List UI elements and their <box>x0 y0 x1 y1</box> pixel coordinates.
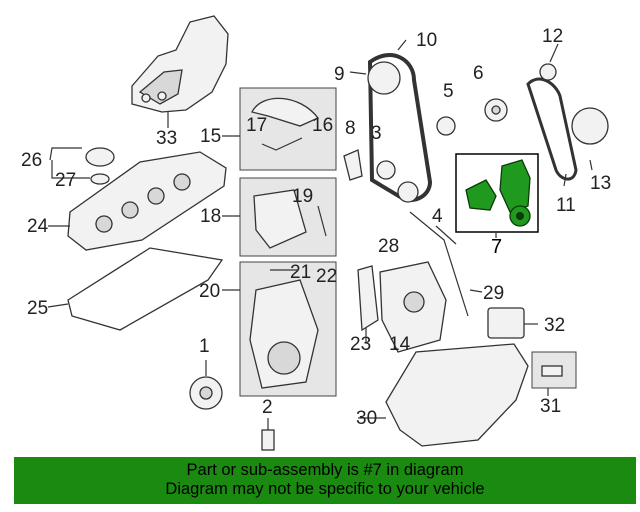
callout-5: 5 <box>443 81 454 102</box>
balancer-belt <box>526 77 578 181</box>
callout-4: 4 <box>432 206 443 227</box>
callout-17: 17 <box>246 115 267 136</box>
case-gasket <box>357 265 379 332</box>
callout-20: 20 <box>199 281 220 302</box>
oil-filter <box>487 307 525 339</box>
callout-21: 21 <box>290 262 311 283</box>
oil-filler-cap <box>85 147 115 167</box>
callout-32: 32 <box>544 315 565 336</box>
callout-31: 31 <box>540 396 561 417</box>
callout-2: 2 <box>262 397 273 418</box>
callout-27: 27 <box>55 170 76 191</box>
intake-manifold <box>131 15 229 113</box>
callout-16: 16 <box>312 115 333 136</box>
callout-25: 25 <box>27 298 48 319</box>
callout-9: 9 <box>334 64 345 85</box>
valve-cover-gasket <box>67 247 224 331</box>
callout-22: 22 <box>316 266 337 287</box>
balancer-sprocket <box>571 107 609 145</box>
callout-10: 10 <box>416 30 437 51</box>
callout-28: 28 <box>378 236 399 257</box>
callout-1: 1 <box>199 336 210 357</box>
banner-line-2: Diagram may not be specific to your vehi… <box>165 480 485 498</box>
callout-23: 23 <box>350 334 371 355</box>
callout-15: 15 <box>200 126 221 147</box>
callout-24: 24 <box>27 216 49 237</box>
callout-26: 26 <box>21 150 42 171</box>
callout-29: 29 <box>483 283 504 304</box>
tensioner <box>343 149 363 181</box>
oil-pan <box>385 343 529 447</box>
info-banner: Part or sub-assembly is #7 in diagram Di… <box>14 457 636 504</box>
callout-6: 6 <box>473 63 484 84</box>
callout-18: 18 <box>200 206 221 227</box>
tensioner-assembly-highlighted <box>465 159 531 227</box>
sensor <box>261 429 275 451</box>
callout-13: 13 <box>590 173 611 194</box>
callout-8: 8 <box>345 118 356 139</box>
callout-3: 3 <box>371 123 382 144</box>
callout-12: 12 <box>542 26 563 47</box>
callout-7: 7 <box>491 236 502 258</box>
cap-gasket <box>90 173 110 185</box>
callout-19: 19 <box>292 186 313 207</box>
banner-line-1: Part or sub-assembly is #7 in diagram <box>186 461 464 479</box>
camshaft-sprocket <box>367 61 401 95</box>
callout-14: 14 <box>389 334 411 355</box>
idler-pulley <box>436 116 456 136</box>
valve-cover <box>67 151 227 251</box>
callout-30: 30 <box>356 408 377 429</box>
callout-33: 33 <box>156 128 177 149</box>
callout-11: 11 <box>556 195 576 216</box>
